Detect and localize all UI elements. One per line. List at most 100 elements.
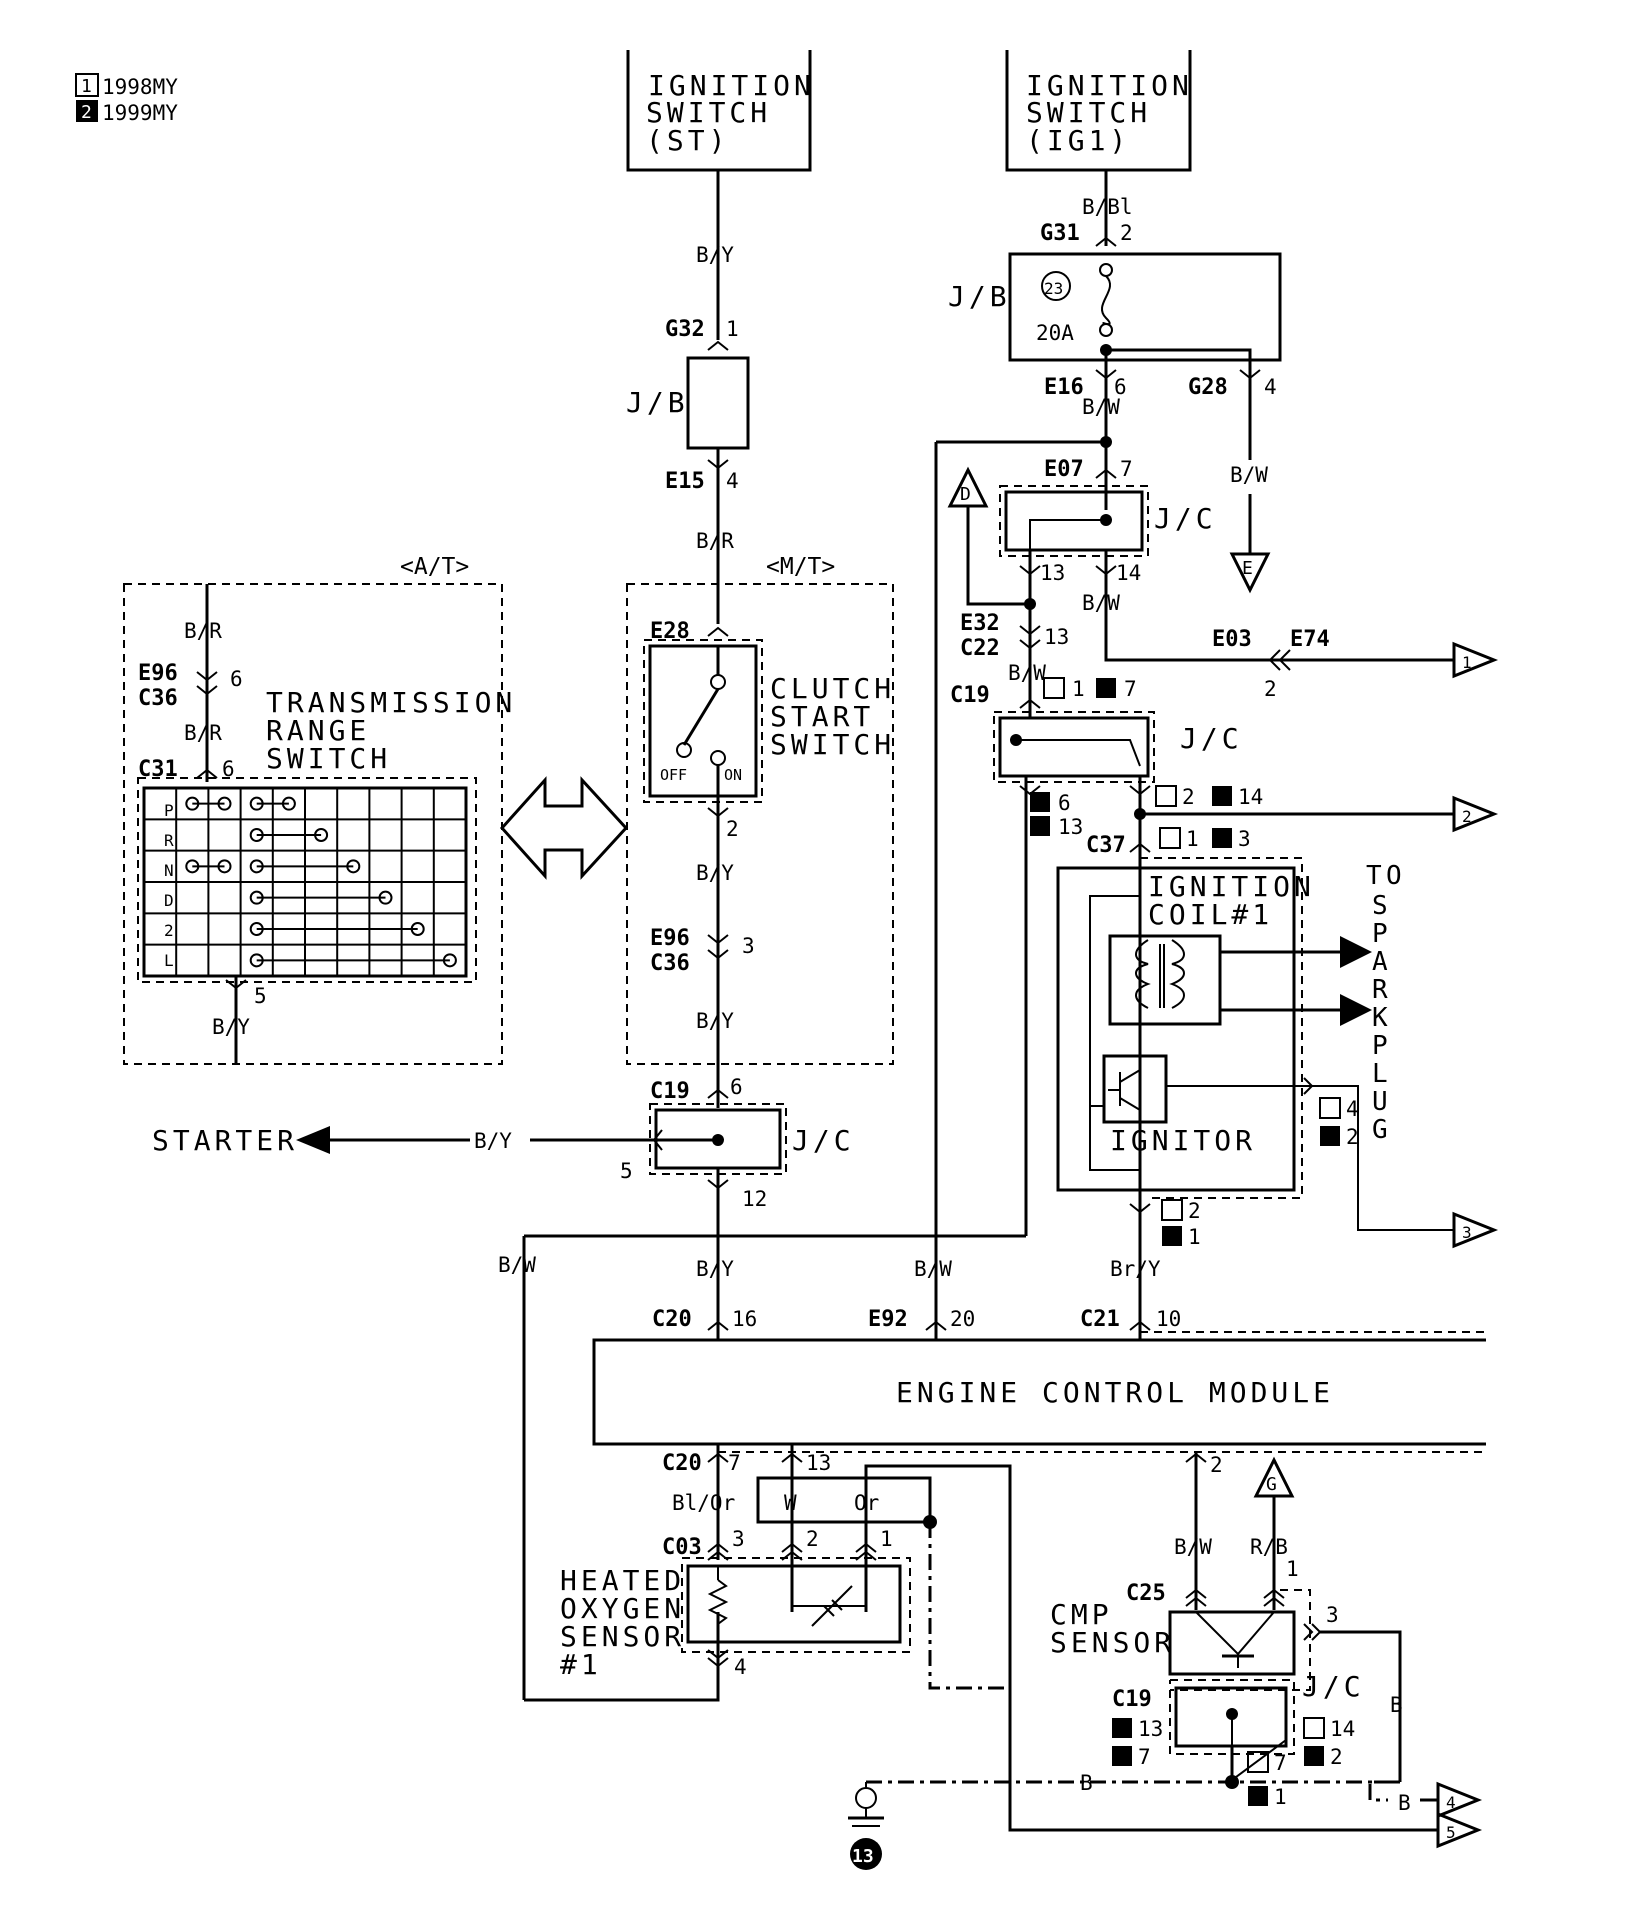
svg-text:5: 5: [1446, 1823, 1456, 1842]
svg-text:B/Y: B/Y: [212, 1015, 250, 1039]
svg-text:J/C: J/C: [1180, 722, 1243, 755]
svg-text:B/W: B/W: [1008, 661, 1046, 685]
svg-text:L: L: [1372, 1059, 1390, 1089]
svg-text:C25: C25: [1126, 1581, 1166, 1606]
spark-arrow-icon: [1340, 994, 1372, 1026]
trs-contact: [346, 859, 361, 874]
svg-text:SWITCH: SWITCH: [770, 728, 895, 761]
svg-text:K: K: [1372, 1003, 1390, 1033]
svg-text:G28: G28: [1188, 375, 1228, 400]
svg-text:OFF: OFF: [660, 766, 687, 784]
svg-text:S: S: [1372, 891, 1390, 921]
svg-text:C21: C21: [1080, 1307, 1120, 1332]
svg-text:C19: C19: [650, 1079, 690, 1104]
svg-text:7: 7: [728, 1451, 741, 1475]
svg-text:CLUTCH: CLUTCH: [770, 672, 895, 705]
svg-text:2: 2: [1330, 1745, 1343, 1769]
svg-text:2: 2: [1462, 807, 1472, 826]
svg-text:6: 6: [1114, 375, 1127, 399]
svg-text:2: 2: [164, 921, 174, 940]
svg-text:C36: C36: [138, 686, 178, 711]
svg-text:T: T: [1366, 861, 1384, 891]
svg-text:3: 3: [1238, 827, 1251, 851]
jc-c19-starter: C19 6 12 J/C 5 B/Y STARTER: [152, 1075, 855, 1300]
svg-text:CMP: CMP: [1050, 1598, 1113, 1631]
svg-text:5: 5: [620, 1159, 633, 1183]
svg-text:COIL#1: COIL#1: [1148, 898, 1273, 931]
svg-text:#1: #1: [560, 1648, 602, 1681]
trs-contact: [410, 922, 425, 936]
ref-1-icon: [1452, 641, 1499, 679]
svg-text:C19: C19: [1112, 1687, 1152, 1712]
svg-text:E16: E16: [1044, 375, 1084, 400]
svg-text:23: 23: [1044, 279, 1063, 298]
ig1-circuit: B/Bl G31 2 J/B 23 20A E16 6 B/W G28 4 B/…: [948, 170, 1282, 594]
trs-contact: [249, 953, 264, 968]
svg-text:IGNITION: IGNITION: [1148, 870, 1315, 903]
svg-text:12: 12: [742, 1187, 767, 1211]
ecm-inputs: 2 1 Br/Y C20 16 E92 20 C21 10: [652, 1199, 1201, 1340]
trs-contact: [185, 859, 200, 874]
svg-text:ON: ON: [724, 766, 742, 784]
svg-text:13: 13: [1044, 625, 1069, 649]
ecm-label: ENGINE CONTROL MODULE: [896, 1376, 1334, 1409]
svg-text:G31: G31: [1040, 221, 1080, 246]
svg-text:B/Y: B/Y: [696, 1009, 734, 1033]
svg-text:1: 1: [1072, 677, 1085, 701]
svg-text:13: 13: [1058, 815, 1083, 839]
svg-text:13: 13: [852, 1846, 874, 1867]
svg-text:1: 1: [880, 1527, 893, 1551]
svg-text:J/B: J/B: [626, 386, 689, 419]
svg-text:OXYGEN: OXYGEN: [560, 1592, 685, 1625]
ignitor-transistor: [1102, 1054, 1168, 1124]
jc-e07: D E07 7 J/C 13 14 B/W E03 E74 2 1 E32 C2…: [947, 457, 1499, 701]
ref-3-icon: [1452, 1211, 1499, 1249]
ignition-switch-ig1: IGNITION SWITCH (IG1): [1005, 50, 1193, 172]
svg-text:6: 6: [222, 757, 235, 781]
svg-text:2: 2: [1188, 1199, 1201, 1223]
svg-text:G: G: [1372, 1115, 1390, 1145]
svg-text:C20: C20: [662, 1451, 702, 1476]
svg-text:1: 1: [1286, 1557, 1299, 1581]
svg-text:B/Bl: B/Bl: [1082, 195, 1133, 219]
svg-text:B/R: B/R: [184, 721, 222, 745]
svg-text:B/W: B/W: [1082, 591, 1120, 615]
svg-text:E96: E96: [650, 926, 690, 951]
trs-contact: [217, 859, 232, 874]
svg-text:1: 1: [1186, 827, 1199, 851]
trs-contact: [249, 859, 264, 874]
svg-text:J/C: J/C: [792, 1124, 855, 1157]
legend: 1 1998MY 2 1999MY: [75, 73, 178, 125]
svg-text:D: D: [960, 484, 971, 505]
ref-5-icon: [1436, 1811, 1483, 1849]
trs-contact: [314, 828, 329, 842]
svg-text:B/R: B/R: [184, 619, 222, 643]
at-section: <A/T> B/R E96 C36 6 B/R C31 6 TRANSMISSI…: [123, 554, 512, 1065]
st-circuit: B/Y G32 1 J/B E15 4 B/R: [626, 170, 750, 624]
trs-contact: [281, 796, 296, 811]
svg-text:2: 2: [81, 102, 92, 123]
svg-text:13: 13: [1040, 561, 1065, 585]
svg-text:C19: C19: [950, 683, 990, 708]
svg-text:2: 2: [1346, 1125, 1359, 1149]
svg-text:C36: C36: [650, 951, 690, 976]
svg-text:(IG1): (IG1): [1026, 124, 1130, 157]
svg-text:14: 14: [1116, 561, 1141, 585]
svg-text:IGNITION: IGNITION: [648, 69, 815, 102]
legend-1999my: 1999MY: [102, 101, 178, 125]
ref-4-icon: [1436, 1781, 1483, 1819]
svg-text:START: START: [770, 700, 874, 733]
svg-text:IGNITION: IGNITION: [1026, 69, 1193, 102]
svg-text:E07: E07: [1044, 457, 1084, 482]
jb-fuse-ig1: [1008, 252, 1282, 362]
ref-2-icon: [1452, 795, 1499, 833]
svg-text:O: O: [1386, 861, 1404, 891]
svg-text:P: P: [164, 801, 174, 820]
svg-text:SWITCH: SWITCH: [1026, 96, 1151, 129]
svg-text:20: 20: [950, 1307, 975, 1331]
svg-text:7: 7: [1274, 1751, 1287, 1775]
svg-text:6: 6: [1058, 791, 1071, 815]
svg-text:2: 2: [1182, 785, 1195, 809]
svg-text:13: 13: [1138, 1717, 1163, 1741]
